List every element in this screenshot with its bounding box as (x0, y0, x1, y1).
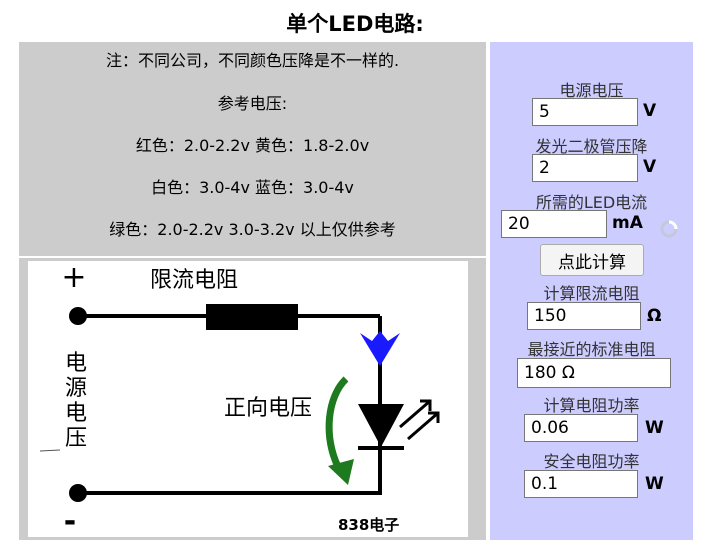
power-label-char: 源 (65, 376, 87, 401)
forward-voltage-arrowhead (328, 459, 354, 485)
resistor-power-output[interactable] (524, 414, 638, 442)
led-drop-unit: V (643, 157, 657, 177)
forward-voltage-label: 正向电压 (224, 396, 312, 421)
calc-resistor-unit: Ω (647, 306, 662, 326)
supply-voltage-label: 电源电压 (559, 81, 624, 100)
loading-spinner-icon (660, 220, 678, 238)
light-ray-icon (399, 399, 431, 429)
calc-resistor-output[interactable] (527, 302, 641, 330)
resistor-power-unit: W (645, 418, 664, 438)
note-line: 白色：3.0-4v 蓝色：3.0-4v (151, 178, 354, 197)
notes-panel: 注：不同公司，不同颜色压降是不一样的. 参考电压: 红色：2.0-2.2v 黄色… (19, 42, 486, 256)
terminal-negative (69, 484, 87, 502)
led-current-unit: mA (612, 213, 643, 233)
supply-voltage-input[interactable] (532, 98, 638, 126)
note-line: 红色：2.0-2.2v 黄色：1.8-2.0v (135, 136, 370, 155)
note-line: 参考电压: (217, 94, 288, 113)
page-title: 单个LED电路: (286, 12, 424, 36)
led-current-input[interactable] (501, 210, 607, 238)
safe-power-output[interactable] (524, 470, 638, 498)
led-drop-label: 发光二极管压降 (535, 137, 648, 156)
calc-resistor-label: 计算限流电阻 (543, 284, 640, 303)
power-label-char: 压 (65, 426, 87, 451)
standard-resistor-label: 最接近的标准电阻 (527, 340, 656, 359)
supply-voltage-unit: V (643, 101, 657, 121)
safe-power-label: 安全电阻功率 (543, 452, 640, 471)
standard-resistor-output[interactable] (517, 358, 671, 388)
resistor-symbol (206, 304, 298, 330)
power-label-char: 电 (65, 351, 87, 376)
resistor-power-label: 计算电阻功率 (543, 396, 640, 415)
resistor-label: 限流电阻 (150, 268, 238, 293)
light-ray-arrowhead (420, 399, 432, 411)
current-arrow (360, 331, 400, 366)
led-drop-input[interactable] (532, 154, 638, 182)
circuit-diagram: + - 限流电阻 正向电压 电 源 电 压 838电子 (28, 261, 468, 537)
power-label-char: 电 (65, 401, 87, 426)
note-line: 注：不同公司，不同颜色压降是不一样的. (105, 51, 400, 70)
plus-sign: + (61, 261, 86, 295)
calculator-panel: 电源电压 V 发光二极管压降 V 所需的LED电流 mA 点此计算 计算限流电阻… (490, 42, 693, 540)
circuit-diagram-panel: + - 限流电阻 正向电压 电 源 电 压 838电子 (19, 258, 486, 540)
brand-watermark: 838电子 (338, 516, 399, 534)
safe-power-unit: W (645, 474, 664, 494)
scratch-mark (39, 449, 61, 452)
light-ray-arrowhead (428, 411, 440, 423)
light-ray-icon (407, 411, 439, 441)
minus-sign: - (64, 504, 76, 537)
calculate-button[interactable]: 点此计算 (540, 244, 644, 276)
led-current-label: 所需的LED电流 (535, 193, 648, 212)
note-line: 绿色：2.0-2.2v 3.0-3.2v 以上仅供参考 (109, 220, 396, 239)
forward-voltage-arrow (325, 376, 349, 473)
terminal-positive (69, 307, 87, 325)
led-diode-symbol (358, 404, 404, 447)
